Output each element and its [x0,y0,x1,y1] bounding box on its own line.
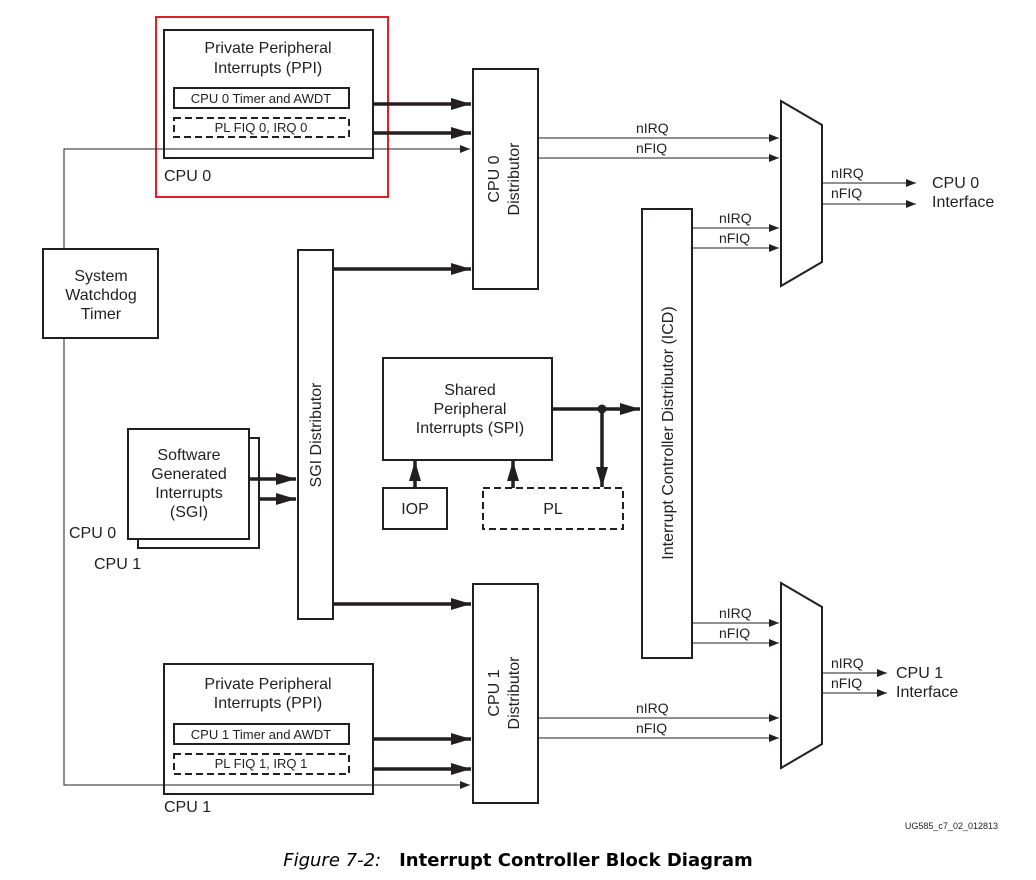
icd-cpu0-nfiq-label: nFIQ [719,230,750,246]
pl-fiq0-box [173,117,350,138]
icd-cpu1-nirq-label: nIRQ [719,605,752,621]
ppi-cpu1-cpu-label: CPU 1 [164,799,211,816]
watchdog-box [42,248,159,339]
cpu0-dist-nirq-label: nIRQ [636,120,669,136]
sgi-label-1: Software [157,447,220,464]
icd-cpu1-nfiq-label: nFIQ [719,625,750,641]
cpu1-mux [780,581,823,770]
cpu1-if-nirq-label: nIRQ [831,655,864,671]
cpu0-distributor-label-2: Distributor [506,142,523,216]
figure-caption: Figure 7-2: Interrupt Controller Block Di… [0,850,1036,871]
cpu1-dist-nirq-label: nIRQ [636,700,669,716]
cpu0-interface-label-1: CPU 0 [932,175,979,192]
sgi-label-3: Interrupts [155,485,223,502]
cpu0-if-nirq-label: nIRQ [831,165,864,181]
pl-box [482,487,624,530]
ppi-cpu0-title-2: Interrupts (PPI) [214,60,322,77]
watchdog-label-2: Watchdog [65,287,136,304]
sgi-cpu0-box [127,428,250,540]
cpu1-timer-label: CPU 1 Timer and AWDT [191,727,331,742]
cpu0-interface-label-2: Interface [932,194,994,211]
spi-label-1: Shared [444,382,496,399]
watchdog-label-3: Timer [81,306,122,323]
cpu1-timer-box [173,723,350,745]
interrupt-controller-diagram: Private Peripheral Interrupts (PPI) CPU … [42,16,998,831]
cpu0-distributor-label-1: CPU 0 [486,155,503,202]
cpu1-distributor-label-1: CPU 1 [486,669,503,716]
ppi-cpu0-title-1: Private Peripheral [204,40,331,57]
cpu0-if-nfiq-label: nFIQ [831,185,862,201]
cpu1-distributor-box [472,583,539,804]
sgi-source-group: Software Generated Interrupts (SGI) CPU … [69,428,296,573]
watchdog-label-1: System [74,268,127,285]
ppi-cpu0-group: Private Peripheral Interrupts (PPI) CPU … [155,16,389,198]
cpu1-dist-nfiq-label: nFIQ [636,720,667,736]
cpu0-distributor-box [472,68,539,290]
icd-box [641,208,693,659]
ppi-cpu0-cpu-label: CPU 0 [164,168,211,185]
sgi-cpu1-label: CPU 1 [94,556,141,573]
spi-label-3: Interrupts (SPI) [416,420,524,437]
sgi-label-4: (SGI) [170,504,208,521]
sgi-distributor-label: SGI Distributor [308,382,325,488]
pl-fiq1-label: PL FIQ 1, IRQ 1 [215,756,308,771]
pl-fiq1-box [173,753,350,775]
iop-box [382,487,448,530]
pl-label: PL [543,501,563,518]
cpu1-interface-label-2: Interface [896,684,958,701]
cpu0-timer-label: CPU 0 Timer and AWDT [191,91,331,106]
pl-fiq0-label: PL FIQ 0, IRQ 0 [215,120,308,135]
cpu0-dist-nfiq-label: nFIQ [636,140,667,156]
iop-label: IOP [401,501,429,518]
ppi-cpu1-group: Private Peripheral Interrupts (PPI) CPU … [163,663,374,816]
cpu1-interface-label-1: CPU 1 [896,665,943,682]
sgi-label-2: Generated [151,466,227,483]
figure-id: UG585_c7_02_012813 [905,821,998,831]
cpu1-if-nfiq-label: nFIQ [831,675,862,691]
figure-number: Figure 7-2: [283,850,382,871]
icd-label: Interrupt Controller Distributor (ICD) [660,306,677,559]
cpu0-mux [780,99,823,288]
sgi-cpu0-label: CPU 0 [69,525,116,542]
cpu0-timer-box [173,87,350,109]
spi-label-2: Peripheral [434,401,507,418]
figure-title: Interrupt Controller Block Diagram [399,850,753,871]
icd-cpu0-nirq-label: nIRQ [719,210,752,226]
ppi-cpu1-title-1: Private Peripheral [204,676,331,693]
cpu1-distributor-label-2: Distributor [506,656,523,730]
ppi-cpu1-title-2: Interrupts (PPI) [214,695,322,712]
sgi-distributor-box [297,249,334,620]
ppi-cpu0-highlight [155,16,389,198]
